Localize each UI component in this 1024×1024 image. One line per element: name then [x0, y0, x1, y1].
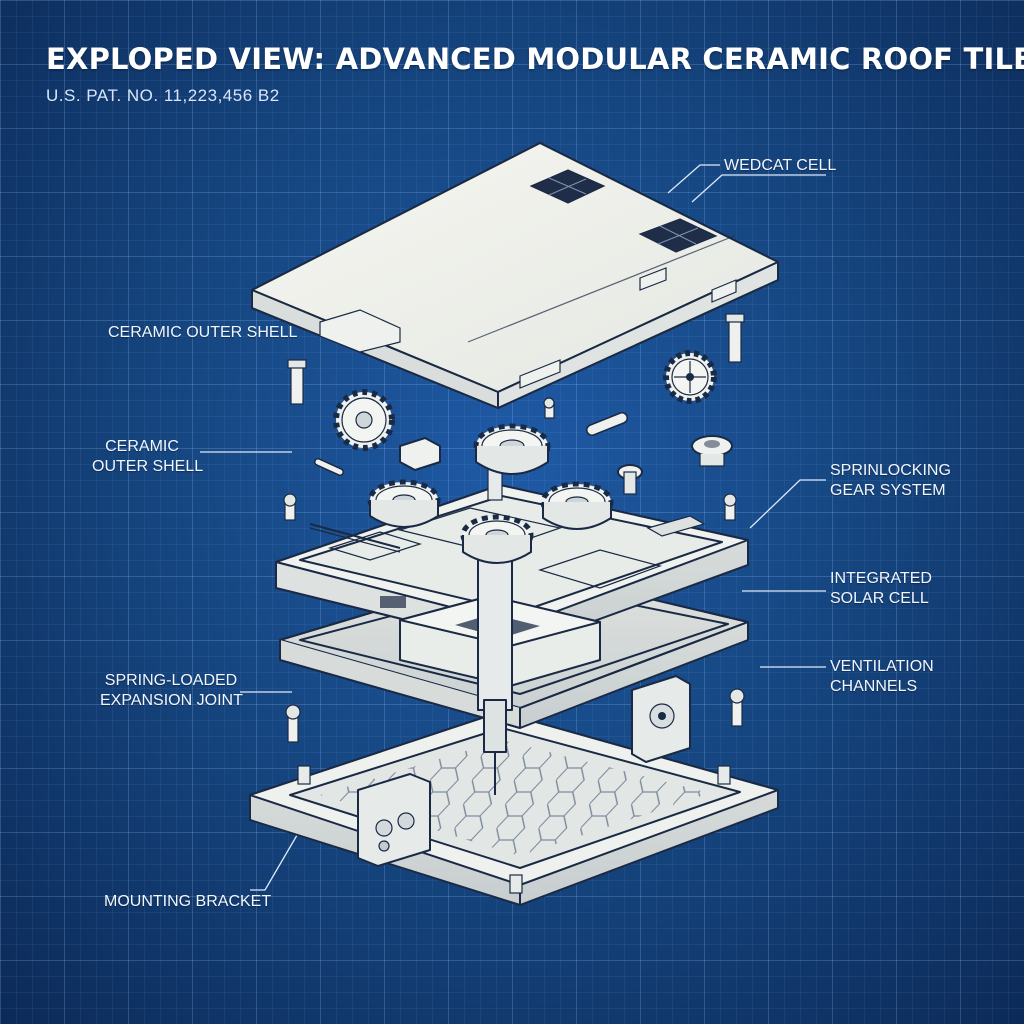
solar-panel-1: [529, 169, 606, 204]
label-gear-system: SPRINLOCKING GEAR SYSTEM: [830, 461, 951, 501]
screw-6: [729, 688, 745, 727]
label-ceramic-outer-shell-2: CERAMIC OUTER SHELL: [92, 437, 204, 477]
screw-5: [285, 704, 301, 743]
label-line: SPRING-LOADED: [104, 672, 238, 689]
bolt-1: [586, 412, 628, 436]
label-wedcat-cell: WEDCAT CELL: [724, 157, 837, 174]
clip-block: [399, 437, 441, 471]
washer: [691, 435, 733, 467]
gear-loose-right: [663, 350, 717, 404]
label-line: INTEGRATED: [830, 570, 932, 587]
screw-2: [725, 313, 745, 363]
label-line: CERAMIC: [105, 438, 179, 455]
small-screw: [543, 397, 555, 419]
label-solar-cell: INTEGRATED SOLAR CELL: [830, 569, 932, 609]
label-ceramic-outer-shell: CERAMIC OUTER SHELL: [108, 324, 298, 341]
leader-lines: [200, 164, 826, 891]
label-line: OUTER SHELL: [92, 458, 204, 475]
label-line: SPRINLOCKING: [830, 462, 951, 479]
label-expansion-joint: SPRING-LOADED EXPANSION JOINT: [100, 671, 243, 711]
gear-left: [367, 479, 441, 528]
screw-3: [283, 493, 297, 521]
gear-right: [540, 481, 614, 530]
screw-1: [287, 359, 307, 405]
solar-panel-2: [638, 218, 718, 253]
label-line: CHANNELS: [830, 678, 918, 695]
label-line: VENTILATION: [830, 658, 934, 675]
knob: [617, 464, 643, 495]
label-mounting-bracket: MOUNTING BRACKET: [104, 893, 272, 910]
diagram-title: EXPLOPED VIEW: ADVANCED MODULAR CERAMIC …: [46, 42, 1024, 76]
ceramic-top-shell: [251, 142, 779, 409]
label-line: GEAR SYSTEM: [830, 482, 946, 499]
fasteners: [283, 313, 745, 743]
label-line: EXPANSION JOINT: [100, 692, 243, 709]
gear-loose-left: [333, 389, 395, 451]
base-tray: [249, 711, 779, 906]
label-ventilation-channels: VENTILATION CHANNELS: [830, 657, 934, 697]
label-line: SOLAR CELL: [830, 590, 929, 607]
gear-top: [473, 423, 551, 501]
gear-center: [460, 514, 534, 564]
screw-4: [723, 493, 737, 521]
pin-1: [314, 458, 344, 476]
gear-system: [333, 350, 733, 564]
patent-number: U.S. PAT. NO. 11,223,456 B2: [46, 86, 280, 105]
